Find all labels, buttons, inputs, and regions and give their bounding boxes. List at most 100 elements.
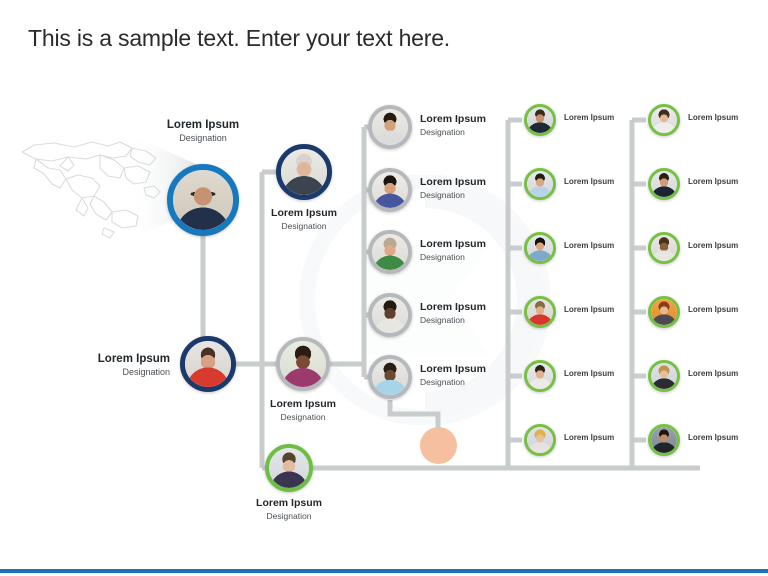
avatar-photo (372, 297, 408, 333)
avatar-photo (185, 341, 231, 387)
level5-node-6-avatar[interactable] (648, 424, 680, 456)
level2-node-1-avatar[interactable] (276, 144, 332, 200)
level3-node-4-name: Lorem Ipsum (420, 301, 486, 313)
level5-node-2-avatar[interactable] (648, 168, 680, 200)
level2-left-designation: Designation (122, 367, 170, 378)
level5-node-6-name: Lorem Ipsum (688, 433, 739, 442)
level2-node-2-label: Lorem Ipsum Designation (218, 398, 388, 423)
level5-node-5-name: Lorem Ipsum (688, 369, 739, 378)
level5-node-1-label: Lorem Ipsum (688, 113, 768, 123)
level4-node-1-name: Lorem Ipsum (564, 113, 615, 122)
level4-node-5-name: Lorem Ipsum (564, 369, 615, 378)
level2-left-avatar[interactable] (180, 336, 236, 392)
level4-node-6-name: Lorem Ipsum (564, 433, 615, 442)
avatar-photo (372, 359, 408, 395)
level2-node-2-designation: Designation (280, 412, 326, 423)
level2-node-3-name: Lorem Ipsum (256, 497, 322, 509)
avatar-photo (527, 299, 553, 325)
level4-node-2-label: Lorem Ipsum (564, 177, 644, 187)
level4-node-3-avatar[interactable] (524, 232, 556, 264)
level5-node-3-avatar[interactable] (648, 232, 680, 264)
level3-node-4-label: Lorem Ipsum Designation (420, 301, 530, 326)
avatar-photo (651, 107, 677, 133)
avatar-photo (372, 234, 408, 270)
level2-left-name: Lorem Ipsum (97, 353, 170, 365)
level2-left-label: Lorem Ipsum Designation (40, 352, 170, 379)
level3-node-4-avatar[interactable] (368, 293, 412, 337)
level5-node-3-label: Lorem Ipsum (688, 241, 768, 251)
avatar-photo (651, 427, 677, 453)
level3-node-5-label: Lorem Ipsum Designation (420, 363, 530, 388)
level3-node-2-designation: Designation (420, 190, 465, 201)
avatar-photo (651, 363, 677, 389)
level3-node-1-name: Lorem Ipsum (420, 113, 486, 125)
level3-node-2-label: Lorem Ipsum Designation (420, 176, 530, 201)
bottom-accent-bar (0, 569, 768, 573)
level3-node-3-avatar[interactable] (368, 230, 412, 274)
level5-node-6-label: Lorem Ipsum (688, 433, 768, 443)
avatar-photo (269, 448, 309, 488)
avatar-photo (281, 149, 327, 195)
level5-node-1-avatar[interactable] (648, 104, 680, 136)
placeholder-node-circle[interactable] (420, 427, 457, 464)
level3-node-5-designation: Designation (420, 377, 465, 388)
level3-node-2-avatar[interactable] (368, 168, 412, 212)
level5-node-2-name: Lorem Ipsum (688, 177, 739, 186)
level5-node-3-name: Lorem Ipsum (688, 241, 739, 250)
avatar-photo (651, 235, 677, 261)
level4-node-4-name: Lorem Ipsum (564, 305, 615, 314)
level1-designation: Designation (179, 133, 227, 144)
level4-node-5-avatar[interactable] (524, 360, 556, 392)
level4-node-4-label: Lorem Ipsum (564, 305, 644, 315)
level4-node-4-avatar[interactable] (524, 296, 556, 328)
level4-node-5-label: Lorem Ipsum (564, 369, 644, 379)
level3-node-5-name: Lorem Ipsum (420, 363, 486, 375)
level2-node-1-name: Lorem Ipsum (271, 207, 337, 219)
level1-avatar[interactable] (167, 164, 239, 236)
level1-label: Lorem Ipsum Designation (108, 118, 298, 145)
level3-node-2-name: Lorem Ipsum (420, 176, 486, 188)
avatar-photo (527, 427, 553, 453)
avatar-photo (280, 341, 326, 387)
level4-node-2-avatar[interactable] (524, 168, 556, 200)
level5-node-4-label: Lorem Ipsum (688, 305, 768, 315)
level5-node-4-name: Lorem Ipsum (688, 305, 739, 314)
avatar-photo (527, 235, 553, 261)
level4-node-1-label: Lorem Ipsum (564, 113, 644, 123)
level2-node-2-name: Lorem Ipsum (270, 398, 336, 410)
level4-node-6-avatar[interactable] (524, 424, 556, 456)
level2-node-3-label: Lorem Ipsum Designation (204, 497, 374, 522)
level5-node-1-name: Lorem Ipsum (688, 113, 739, 122)
level3-node-1-avatar[interactable] (368, 105, 412, 149)
level2-node-3-designation: Designation (266, 511, 312, 522)
avatar-photo (527, 107, 553, 133)
avatar-photo (527, 363, 553, 389)
level4-node-3-label: Lorem Ipsum (564, 241, 644, 251)
level3-node-3-name: Lorem Ipsum (420, 238, 486, 250)
level3-node-3-label: Lorem Ipsum Designation (420, 238, 530, 263)
level1-name: Lorem Ipsum (166, 119, 240, 131)
level3-node-1-label: Lorem Ipsum Designation (420, 113, 530, 138)
level4-node-2-name: Lorem Ipsum (564, 177, 615, 186)
level5-node-5-avatar[interactable] (648, 360, 680, 392)
avatar-photo (651, 299, 677, 325)
avatar-photo (372, 109, 408, 145)
avatar-photo (173, 170, 233, 230)
level2-node-3-avatar[interactable] (265, 444, 313, 492)
level3-node-1-designation: Designation (420, 127, 465, 138)
level2-node-1-designation: Designation (281, 221, 327, 232)
level4-node-6-label: Lorem Ipsum (564, 433, 644, 443)
avatar-photo (372, 172, 408, 208)
avatar-photo (651, 171, 677, 197)
level2-node-1-label: Lorem Ipsum Designation (219, 207, 389, 232)
avatar-photo (527, 171, 553, 197)
level4-node-3-name: Lorem Ipsum (564, 241, 615, 250)
level2-node-2-avatar[interactable] (276, 337, 330, 391)
level5-node-2-label: Lorem Ipsum (688, 177, 768, 187)
level3-node-3-designation: Designation (420, 252, 465, 263)
level3-node-5-avatar[interactable] (368, 355, 412, 399)
level4-node-1-avatar[interactable] (524, 104, 556, 136)
level5-node-4-avatar[interactable] (648, 296, 680, 328)
